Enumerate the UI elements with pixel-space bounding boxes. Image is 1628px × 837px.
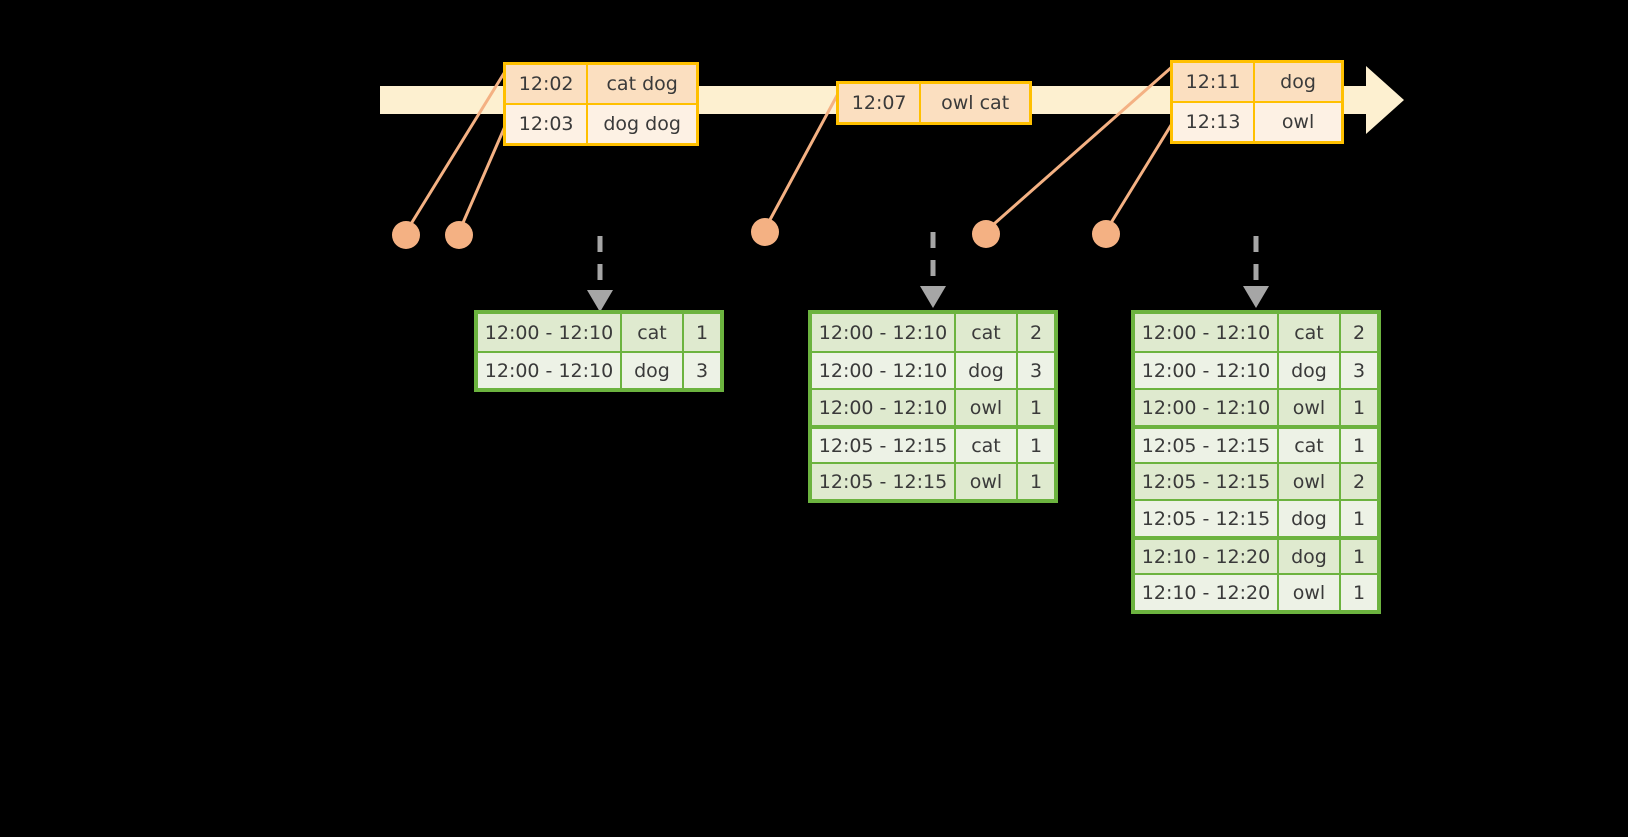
result-table-1[interactable]: 12:00 - 12:10 cat 1 12:00 - 12:10 dog 3 xyxy=(474,310,724,392)
cell-key: owl xyxy=(1279,575,1341,610)
event-group-2[interactable]: 12:07 owl cat xyxy=(836,81,1032,125)
table-row[interactable]: 12:00 - 12:10 owl 1 xyxy=(812,388,1054,425)
table-row[interactable]: 12:00 - 12:10 dog 3 xyxy=(812,351,1054,388)
cell-window: 12:10 - 12:20 xyxy=(1135,540,1279,573)
table-row[interactable]: 12:10 - 12:20 owl 1 xyxy=(1135,573,1377,610)
cell-window: 12:00 - 12:10 xyxy=(1135,390,1279,425)
cell-window: 12:00 - 12:10 xyxy=(478,314,622,351)
cell-window: 12:05 - 12:15 xyxy=(1135,464,1279,499)
table-row[interactable]: 12:05 - 12:15 dog 1 xyxy=(1135,499,1377,536)
dashed-arrow-3 xyxy=(1243,236,1269,308)
cell-window: 12:05 - 12:15 xyxy=(812,429,956,462)
cell-key: dog xyxy=(1279,501,1341,536)
event-dot-4 xyxy=(972,220,1000,248)
event-row[interactable]: 12:02 cat dog xyxy=(506,65,696,103)
cell-count: 1 xyxy=(1029,470,1043,493)
event-time: 12:13 xyxy=(1173,103,1256,141)
event-text: cat dog xyxy=(606,73,678,95)
event-group-3[interactable]: 12:11 dog 12:13 owl xyxy=(1170,60,1344,144)
table-row[interactable]: 12:00 - 12:10 cat 1 xyxy=(478,314,720,351)
event-dot-5 xyxy=(1092,220,1120,248)
table-row[interactable]: 12:05 - 12:15 cat 1 xyxy=(1135,425,1377,462)
cell-count: 1 xyxy=(1352,545,1366,568)
cell-count: 3 xyxy=(1029,359,1043,382)
cell-window: 12:00 - 12:10 xyxy=(478,353,622,388)
table-row[interactable]: 12:05 - 12:15 owl 2 xyxy=(1135,462,1377,499)
event-text: dog xyxy=(1280,71,1316,93)
cell-key: owl xyxy=(1279,464,1341,499)
cell-key: cat xyxy=(1279,314,1341,351)
cell-key: cat xyxy=(956,314,1018,351)
cell-key: dog xyxy=(1279,540,1341,573)
connector-line-3 xyxy=(763,88,842,231)
cell-count: 3 xyxy=(695,359,709,382)
cell-count: 1 xyxy=(1352,581,1366,604)
event-dots xyxy=(392,218,1120,249)
result-table-3[interactable]: 12:00 - 12:10 cat 2 12:00 - 12:10 dog 3 … xyxy=(1131,310,1381,614)
cell-count: 3 xyxy=(1352,359,1366,382)
event-dot-1 xyxy=(392,221,420,249)
table-row[interactable]: 12:10 - 12:20 dog 1 xyxy=(1135,536,1377,573)
event-time: 12:11 xyxy=(1173,63,1256,101)
connector-line-1 xyxy=(404,68,508,234)
connector-line-2 xyxy=(457,122,508,234)
dashed-arrow-2 xyxy=(920,232,946,308)
cell-window: 12:10 - 12:20 xyxy=(1135,575,1279,610)
cell-window: 12:00 - 12:10 xyxy=(812,314,956,351)
cell-count: 1 xyxy=(1352,396,1366,419)
dashed-arrows xyxy=(587,232,1269,312)
event-text: owl cat xyxy=(941,92,1010,114)
event-dot-2 xyxy=(445,221,473,249)
cell-window: 12:00 - 12:10 xyxy=(812,353,956,388)
cell-window: 12:05 - 12:15 xyxy=(1135,501,1279,536)
cell-count: 2 xyxy=(1029,321,1043,344)
cell-window: 12:00 - 12:10 xyxy=(1135,314,1279,351)
cell-key: dog xyxy=(1279,353,1341,388)
cell-count: 2 xyxy=(1352,470,1366,493)
event-row[interactable]: 12:03 dog dog xyxy=(506,103,696,143)
table-row[interactable]: 12:00 - 12:10 dog 3 xyxy=(1135,351,1377,388)
table-row[interactable]: 12:05 - 12:15 owl 1 xyxy=(812,462,1054,499)
event-text: owl xyxy=(1281,111,1315,133)
event-row[interactable]: 12:07 owl cat xyxy=(839,84,1029,122)
cell-key: cat xyxy=(622,314,684,351)
event-time: 12:03 xyxy=(506,105,589,143)
cell-count: 2 xyxy=(1352,321,1366,344)
cell-key: dog xyxy=(622,353,684,388)
event-time: 12:07 xyxy=(839,84,922,122)
cell-count: 1 xyxy=(1029,434,1043,457)
cell-count: 1 xyxy=(695,321,709,344)
table-row[interactable]: 12:00 - 12:10 owl 1 xyxy=(1135,388,1377,425)
result-table-2[interactable]: 12:00 - 12:10 cat 2 12:00 - 12:10 dog 3 … xyxy=(808,310,1058,503)
cell-window: 12:05 - 12:15 xyxy=(812,464,956,499)
event-row[interactable]: 12:11 dog xyxy=(1173,63,1341,101)
table-row[interactable]: 12:00 - 12:10 cat 2 xyxy=(1135,314,1377,351)
cell-window: 12:00 - 12:10 xyxy=(1135,353,1279,388)
table-row[interactable]: 12:00 - 12:10 cat 2 xyxy=(812,314,1054,351)
cell-key: owl xyxy=(956,390,1018,425)
table-row[interactable]: 12:00 - 12:10 dog 3 xyxy=(478,351,720,388)
cell-count: 1 xyxy=(1029,396,1043,419)
cell-count: 1 xyxy=(1352,507,1366,530)
table-row[interactable]: 12:05 - 12:15 cat 1 xyxy=(812,425,1054,462)
cell-key: cat xyxy=(1279,429,1341,462)
dashed-arrow-1 xyxy=(587,236,613,312)
cell-window: 12:05 - 12:15 xyxy=(1135,429,1279,462)
cell-key: owl xyxy=(956,464,1018,499)
cell-count: 1 xyxy=(1352,434,1366,457)
cell-key: owl xyxy=(1279,390,1341,425)
event-time: 12:02 xyxy=(506,65,589,103)
event-text: dog dog xyxy=(603,113,681,135)
cell-window: 12:00 - 12:10 xyxy=(812,390,956,425)
event-dot-3 xyxy=(751,218,779,246)
connector-line-5 xyxy=(1104,120,1175,233)
event-group-1[interactable]: 12:02 cat dog 12:03 dog dog xyxy=(503,62,699,146)
cell-key: cat xyxy=(956,429,1018,462)
event-row[interactable]: 12:13 owl xyxy=(1173,101,1341,141)
cell-key: dog xyxy=(956,353,1018,388)
